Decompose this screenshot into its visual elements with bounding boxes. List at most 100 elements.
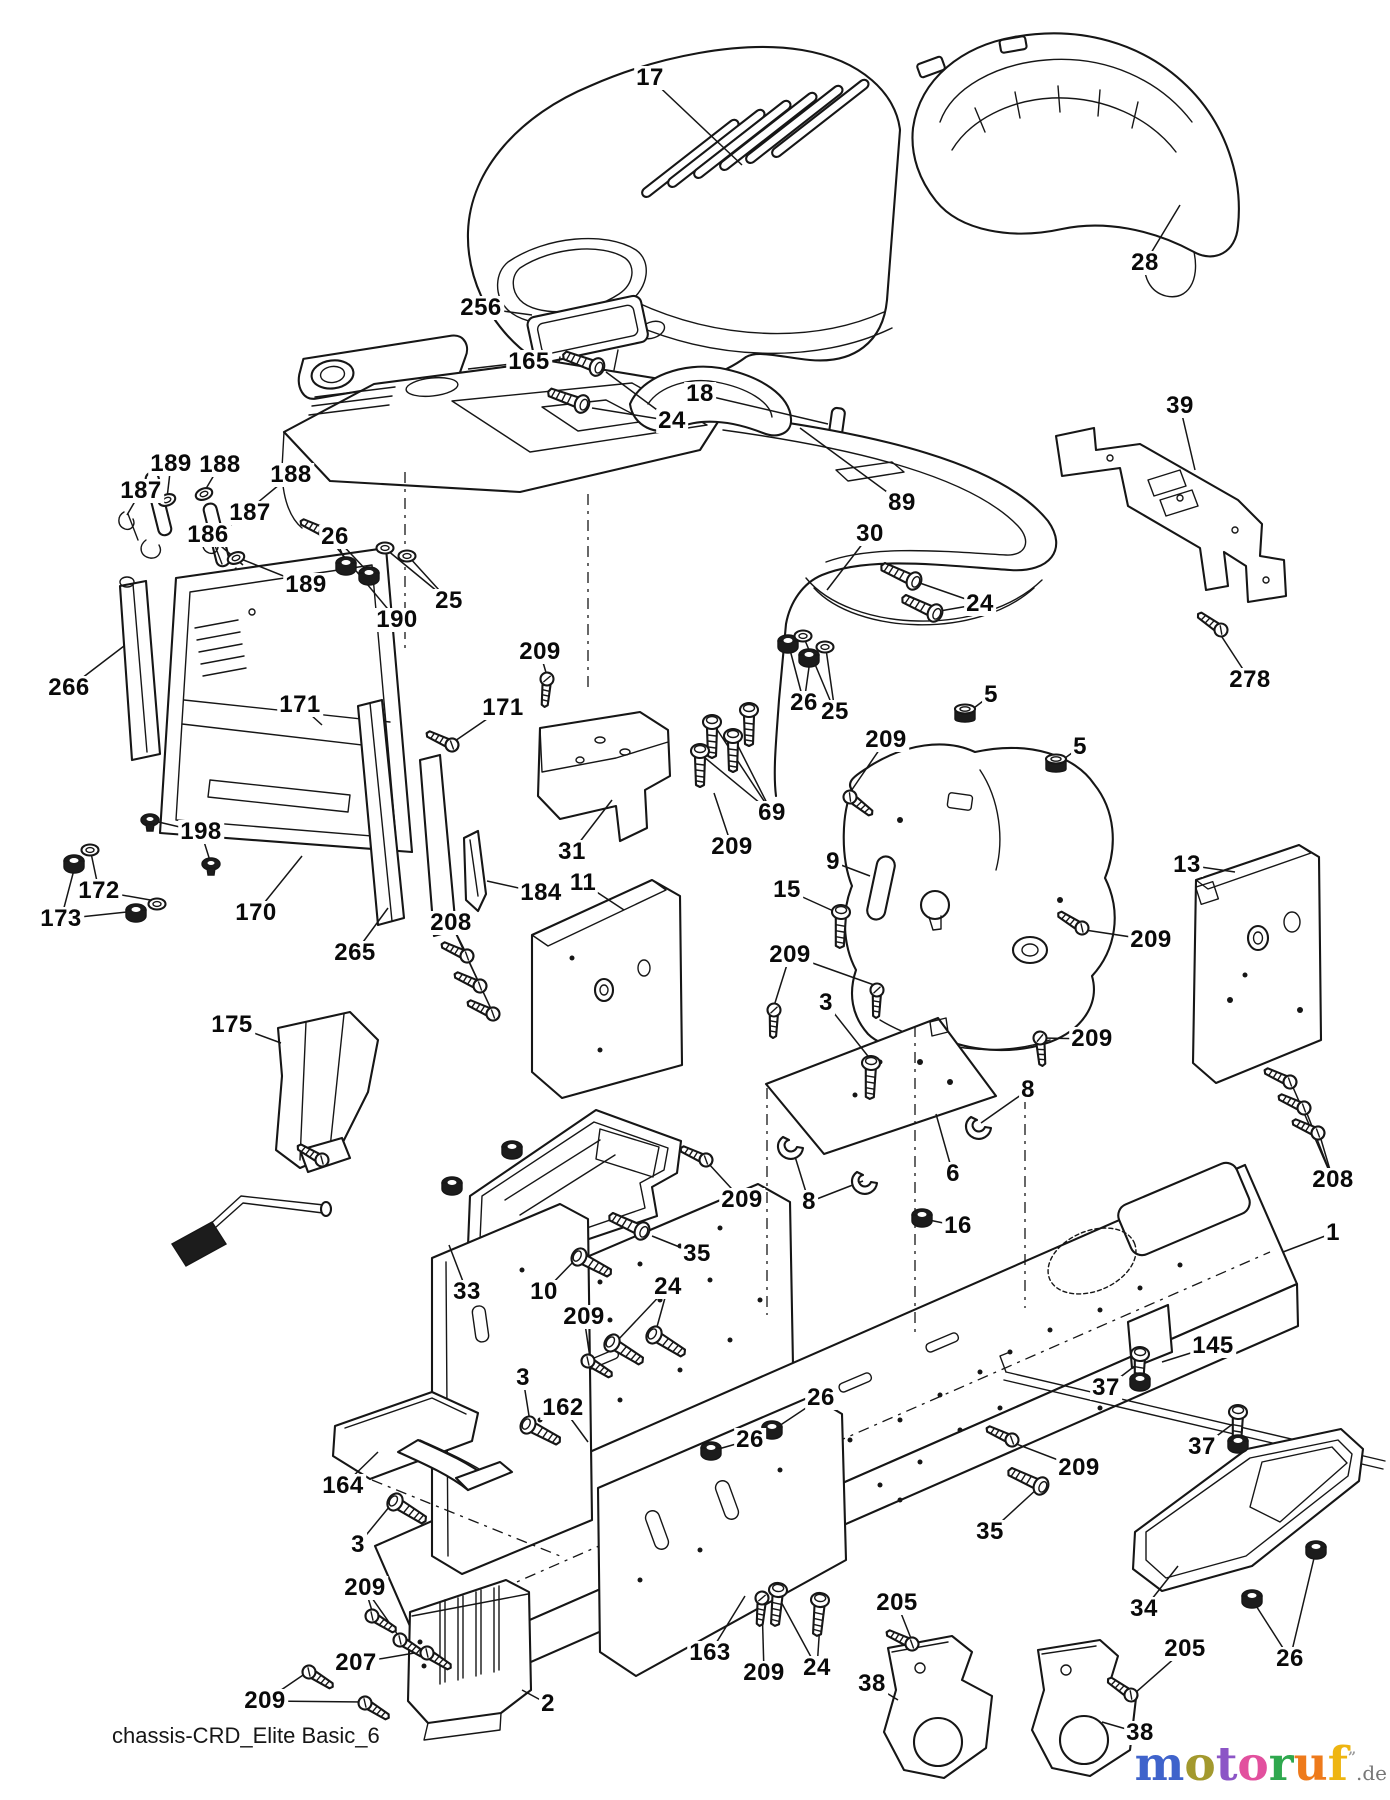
callout-38[interactable]: 38 [856, 1670, 888, 1697]
callout-190[interactable]: 190 [374, 606, 420, 633]
callout-209[interactable]: 209 [242, 1687, 288, 1714]
callout-165[interactable]: 165 [506, 348, 552, 375]
hw-nut [63, 854, 85, 874]
callout-28[interactable]: 28 [1129, 249, 1161, 276]
callout-35[interactable]: 35 [681, 1240, 713, 1267]
callout-25[interactable]: 25 [819, 698, 851, 725]
callout-24[interactable]: 24 [964, 590, 996, 617]
callout-209[interactable]: 209 [1056, 1454, 1102, 1481]
hw-nut [700, 1441, 722, 1461]
callout-189[interactable]: 189 [148, 450, 194, 477]
callout-25[interactable]: 25 [433, 587, 465, 614]
callout-256[interactable]: 256 [458, 294, 504, 321]
callout-18[interactable]: 18 [684, 380, 716, 407]
callout-5[interactable]: 5 [1071, 733, 1089, 760]
callout-209[interactable]: 209 [342, 1574, 388, 1601]
callout-198[interactable]: 198 [178, 818, 224, 845]
callout-175[interactable]: 175 [209, 1011, 255, 1038]
callout-171[interactable]: 171 [277, 691, 323, 718]
callout-2[interactable]: 2 [539, 1690, 557, 1717]
callout-207[interactable]: 207 [333, 1649, 379, 1676]
callout-162[interactable]: 162 [540, 1394, 586, 1421]
callout-205[interactable]: 205 [874, 1589, 920, 1616]
callout-208[interactable]: 208 [1310, 1166, 1356, 1193]
callout-209[interactable]: 209 [719, 1186, 765, 1213]
logo-letter: m [1134, 1737, 1185, 1792]
callout-1[interactable]: 1 [1324, 1219, 1342, 1246]
callout-34[interactable]: 34 [1128, 1595, 1160, 1622]
callout-38[interactable]: 38 [1124, 1719, 1156, 1746]
callout-37[interactable]: 37 [1186, 1433, 1218, 1460]
callout-209[interactable]: 209 [561, 1303, 607, 1330]
callout-6[interactable]: 6 [944, 1160, 962, 1187]
callout-209[interactable]: 209 [1069, 1025, 1115, 1052]
callout-188[interactable]: 188 [197, 451, 243, 478]
callout-209[interactable]: 209 [741, 1659, 787, 1686]
callout-171[interactable]: 171 [480, 694, 526, 721]
callout-26[interactable]: 26 [319, 523, 351, 550]
callout-3[interactable]: 3 [817, 989, 835, 1016]
callout-8[interactable]: 8 [800, 1188, 818, 1215]
callout-31[interactable]: 31 [556, 838, 588, 865]
callout-26[interactable]: 26 [1274, 1645, 1306, 1672]
callout-33[interactable]: 33 [451, 1278, 483, 1305]
callout-265[interactable]: 265 [332, 939, 378, 966]
callout-209[interactable]: 209 [767, 941, 813, 968]
callout-5[interactable]: 5 [982, 681, 1000, 708]
callout-3[interactable]: 3 [514, 1364, 532, 1391]
callout-189[interactable]: 189 [283, 571, 329, 598]
callout-11[interactable]: 11 [567, 869, 599, 896]
hw-screw [765, 1002, 782, 1040]
callout-266[interactable]: 266 [46, 674, 92, 701]
hw-washer [793, 629, 813, 643]
part-footrest-34 [1131, 1427, 1365, 1593]
callout-9[interactable]: 9 [824, 848, 842, 875]
callout-3[interactable]: 3 [349, 1531, 367, 1558]
callout-209[interactable]: 209 [1128, 926, 1174, 953]
callout-173[interactable]: 173 [38, 905, 84, 932]
motoruf-logo[interactable]: motoruf”.de [1135, 1741, 1387, 1788]
callout-26[interactable]: 26 [734, 1426, 766, 1453]
callout-24[interactable]: 24 [656, 407, 688, 434]
callout-209[interactable]: 209 [517, 638, 563, 665]
callout-172[interactable]: 172 [76, 877, 122, 904]
callout-37[interactable]: 37 [1090, 1374, 1122, 1401]
callout-10[interactable]: 10 [528, 1278, 560, 1305]
part-strip-184 [462, 829, 488, 913]
part-tray-165 [297, 334, 469, 400]
hw-bolt [806, 1591, 831, 1638]
part-chute-175 [274, 1010, 380, 1174]
callout-208[interactable]: 208 [428, 909, 474, 936]
callout-187[interactable]: 187 [227, 499, 273, 526]
callout-69[interactable]: 69 [756, 799, 788, 826]
callout-186[interactable]: 186 [185, 521, 231, 548]
callout-26[interactable]: 26 [805, 1384, 837, 1411]
callout-39[interactable]: 39 [1164, 392, 1196, 419]
callout-184[interactable]: 184 [518, 879, 564, 906]
logo-suffix: .de [1356, 1761, 1387, 1785]
callout-24[interactable]: 24 [652, 1273, 684, 1300]
callout-209[interactable]: 209 [863, 726, 909, 753]
hw-cap [1044, 753, 1068, 774]
callout-35[interactable]: 35 [974, 1518, 1006, 1545]
callout-205[interactable]: 205 [1162, 1635, 1208, 1662]
callout-8[interactable]: 8 [1019, 1076, 1037, 1103]
callout-17[interactable]: 17 [634, 64, 666, 91]
callout-188[interactable]: 188 [268, 461, 314, 488]
callout-24[interactable]: 24 [801, 1654, 833, 1681]
callout-187[interactable]: 187 [118, 477, 164, 504]
callout-145[interactable]: 145 [1190, 1332, 1236, 1359]
callout-15[interactable]: 15 [771, 876, 803, 903]
hw-nut [125, 903, 147, 923]
callout-16[interactable]: 16 [942, 1212, 974, 1239]
callout-170[interactable]: 170 [233, 899, 279, 926]
callout-30[interactable]: 30 [854, 520, 886, 547]
callout-278[interactable]: 278 [1227, 666, 1273, 693]
callout-164[interactable]: 164 [320, 1472, 366, 1499]
callout-13[interactable]: 13 [1171, 851, 1203, 878]
callout-89[interactable]: 89 [886, 489, 918, 516]
callout-26[interactable]: 26 [788, 689, 820, 716]
part-dash-9 [842, 743, 1116, 1052]
callout-209[interactable]: 209 [709, 833, 755, 860]
callout-163[interactable]: 163 [687, 1639, 733, 1666]
